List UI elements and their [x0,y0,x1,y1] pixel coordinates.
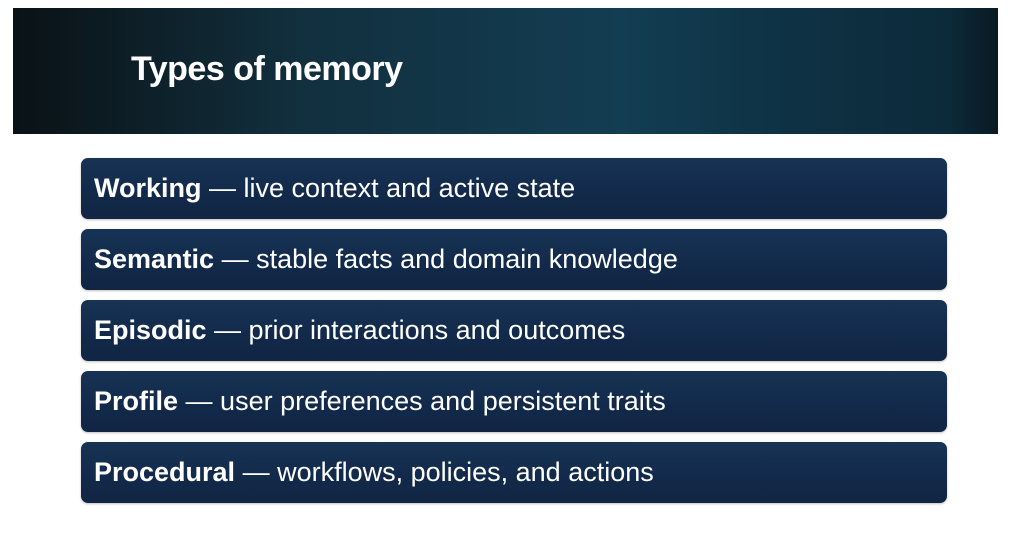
item-term: Working [94,173,202,203]
item-separator: — [235,457,278,487]
list-item-episodic: Episodic — prior interactions and outcom… [81,300,947,361]
item-description: workflows, policies, and actions [277,457,654,487]
memory-types-list: Working — live context and active state … [81,158,947,513]
item-term: Episodic [94,315,207,345]
slide-title: Types of memory [131,50,403,88]
item-description: user preferences and persistent traits [220,386,666,416]
item-term: Profile [94,386,179,416]
item-description: live context and active state [243,173,576,203]
item-description: stable facts and domain knowledge [256,244,678,274]
list-item-semantic: Semantic — stable facts and domain knowl… [81,229,947,290]
item-separator: — [206,315,249,345]
item-term: Semantic [94,244,215,274]
item-separator: — [201,173,244,203]
item-description: prior interactions and outcomes [248,315,626,345]
item-term: Procedural [94,457,236,487]
item-separator: — [214,244,257,274]
list-item-procedural: Procedural — workflows, policies, and ac… [81,442,947,503]
list-item-working: Working — live context and active state [81,158,947,219]
title-banner: Types of memory [13,8,998,134]
item-separator: — [178,386,221,416]
list-item-profile: Profile — user preferences and persisten… [81,371,947,432]
